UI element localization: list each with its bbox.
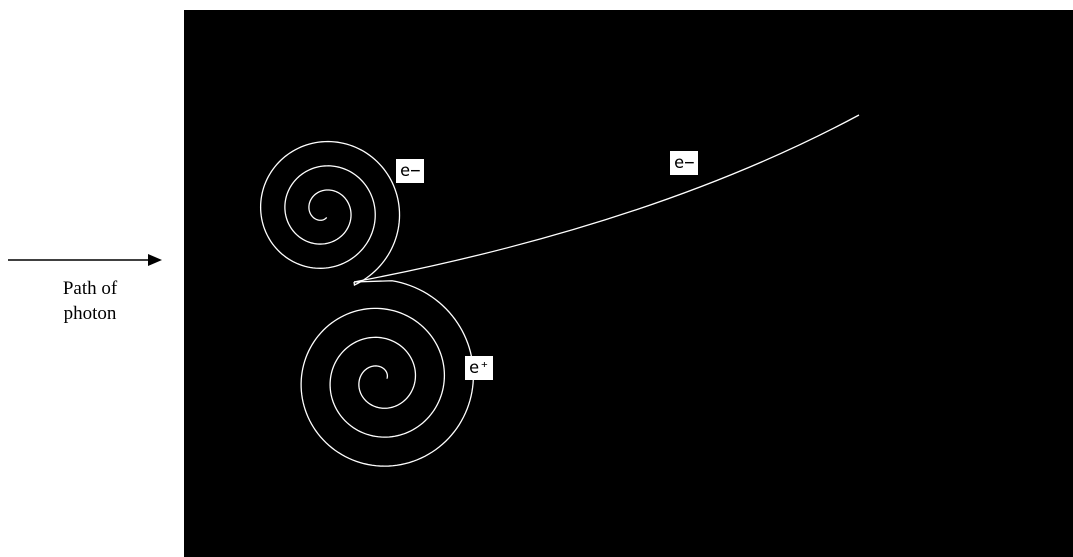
electron-track-straight — [354, 115, 859, 282]
electron-track-spiral — [261, 142, 400, 285]
photon-arrowhead-icon — [148, 254, 162, 266]
positron-track-spiral — [301, 281, 473, 466]
photon-path-arrow — [0, 250, 170, 270]
electron-label-spiral: e− — [396, 159, 424, 183]
electron-label-straight: e− — [670, 151, 698, 175]
positron-label: e⁺ — [465, 356, 493, 380]
particle-tracks — [184, 10, 1073, 557]
photon-path-label: Path of photon — [30, 276, 150, 326]
bubble-chamber: e− e− e⁺ — [184, 10, 1073, 557]
